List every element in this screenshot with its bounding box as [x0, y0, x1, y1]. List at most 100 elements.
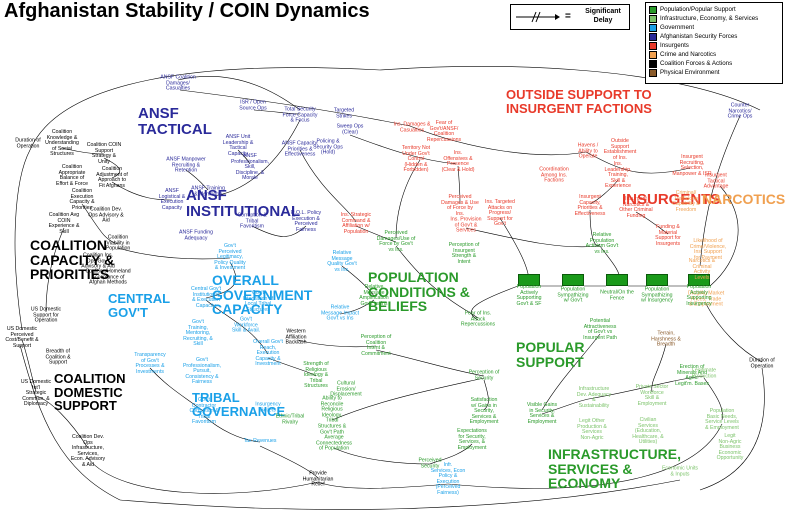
causal-link	[635, 211, 669, 235]
diagram-node: Economic Units& Inputs	[661, 465, 699, 477]
causal-link	[237, 149, 251, 165]
causal-link	[379, 66, 761, 111]
legend-swatch-icon	[649, 41, 657, 50]
diagram-node: Coalition Dev.Ops Advisory &Aid	[88, 206, 124, 224]
diagram-node: Ins.Offensives &Presence(Clear & Hold)	[441, 149, 475, 173]
causal-link	[253, 109, 301, 115]
legend-label: Coalition Forces & Actions	[660, 60, 733, 67]
causal-link	[355, 225, 397, 243]
causal-link	[267, 357, 317, 377]
causal-link	[251, 225, 307, 237]
diagram-node: Terrain,Harshness &Breadth	[651, 330, 681, 348]
causal-link	[117, 247, 231, 260]
legend-swatch-icon	[649, 68, 657, 77]
causal-link	[299, 149, 357, 223]
legend-label: Government	[660, 24, 695, 31]
section-narcotics: NARCOTICS	[702, 191, 786, 207]
section-infrastructure: INFRASTRUCTURE, SERVICES & ECONOMY	[548, 446, 681, 492]
causal-link	[14, 149, 31, 331]
diagram-node: Sweep Ops(Clear)	[336, 123, 364, 135]
legend-swatch-icon	[649, 14, 657, 23]
causal-link	[185, 169, 209, 191]
causal-link	[45, 227, 65, 313]
stock-supporting-govt	[518, 274, 540, 286]
section-coalition-domestic: COALITION DOMESTIC SUPPORT	[54, 371, 126, 414]
causal-link	[705, 303, 763, 363]
section-insurgents: INSURGENTS	[622, 191, 721, 208]
legend-label: Crime and Narcotics	[660, 51, 717, 58]
causal-link	[341, 265, 375, 297]
delay-label: Significant Delay	[585, 8, 621, 24]
causal-link	[177, 75, 301, 111]
causal-link	[119, 479, 681, 510]
section-ansf-tactical: ANSF TACTICAL	[138, 105, 212, 138]
causal-link	[103, 157, 121, 179]
causal-link	[331, 377, 485, 421]
legend-item: Coalition Forces & Actions	[649, 59, 779, 68]
causal-link	[205, 299, 269, 355]
causal-link	[333, 447, 431, 465]
section-population-conditions: POPULATION CONDITIONS & BELIEFS	[368, 269, 470, 315]
legend-item: Crime and Narcotics	[649, 50, 779, 59]
legend-swatch-icon	[649, 59, 657, 68]
section-outside-support: OUTSIDE SUPPORT TO INSURGENT FACTIONS	[506, 87, 652, 116]
causal-link	[585, 151, 691, 174]
causal-link	[541, 397, 595, 415]
section-coalition-capacity: COALITION CAPACITY & PRIORITIES	[30, 237, 115, 283]
legend-label: Infrastructure, Economy, & Services	[660, 15, 759, 22]
legend-label: Afghanistan Security Forces	[660, 33, 738, 40]
causal-link	[35, 395, 89, 449]
legend-swatch-icon	[649, 5, 657, 14]
legend-swatch-icon	[649, 23, 657, 32]
section-popular-support: POPULAR SUPPORT	[516, 339, 585, 370]
causal-link	[541, 333, 601, 411]
legend-item: Government	[649, 23, 779, 32]
causal-link	[111, 181, 173, 201]
